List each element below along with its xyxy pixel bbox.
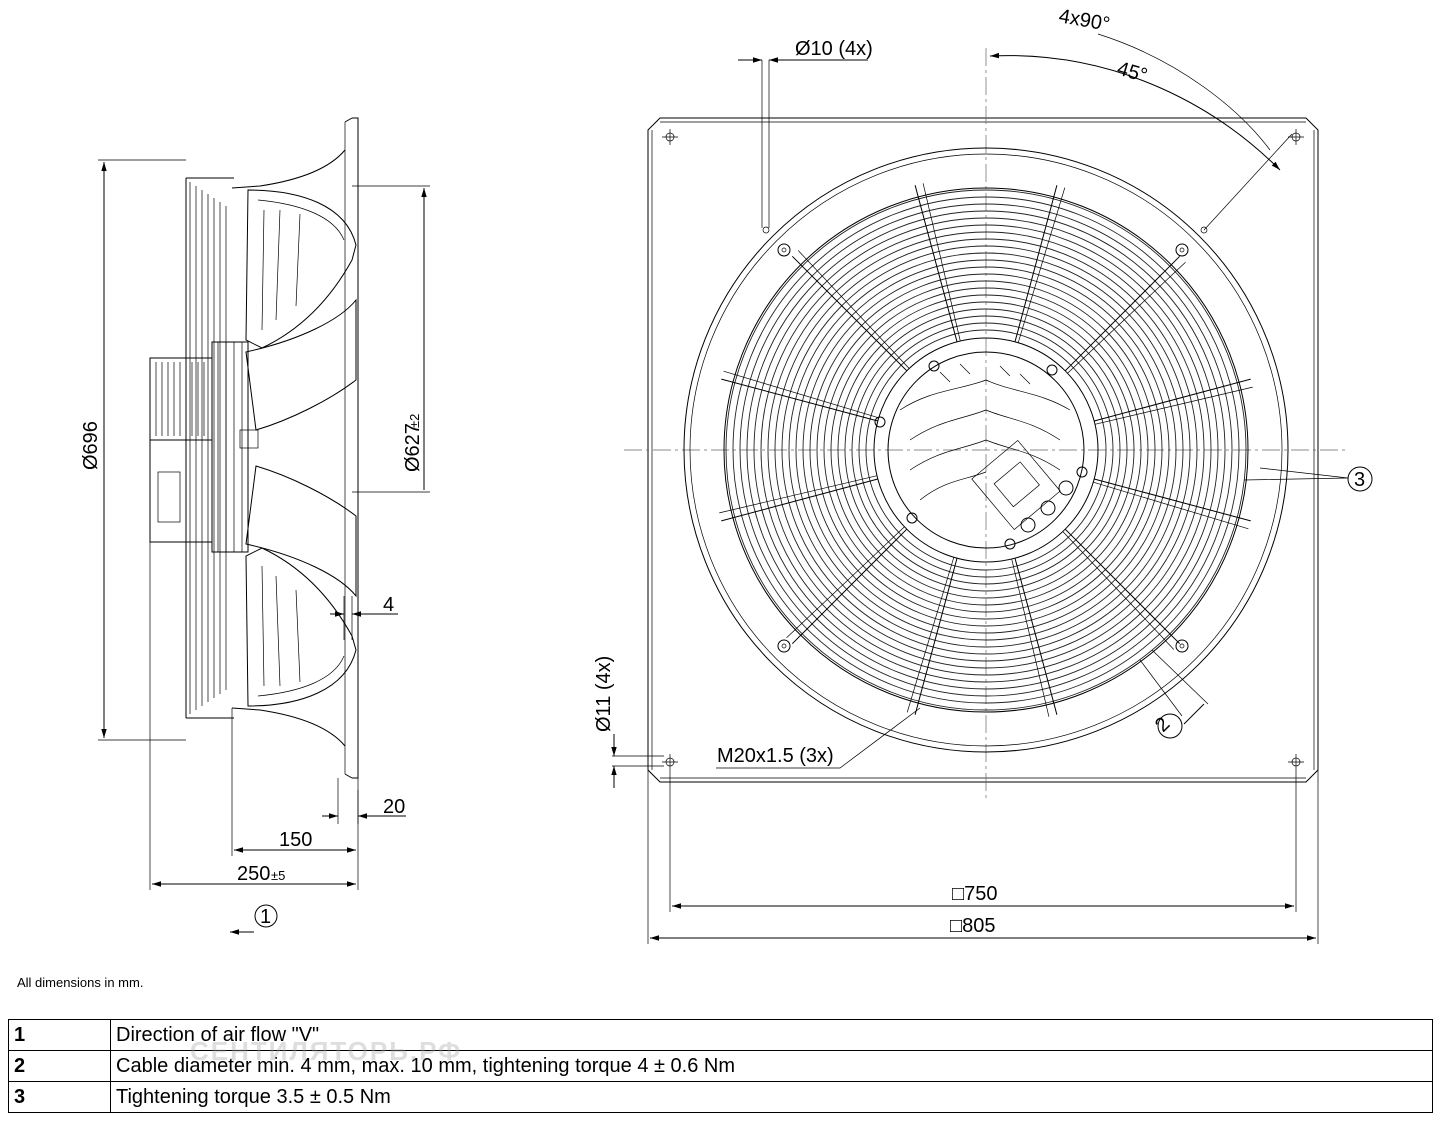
guard-spoke-edge — [1017, 187, 1066, 343]
legend-row: 3 Tightening torque 3.5 ± 0.5 Nm — [8, 1081, 1433, 1113]
guard-spoke — [1094, 378, 1251, 422]
side-blades — [245, 189, 357, 707]
dim-diameter-627-tol: ±2 — [407, 414, 422, 428]
guard-ring — [830, 294, 1142, 606]
guard-spoke-edge — [723, 370, 879, 419]
front-view: Ø10 (4x) 4x90° 45° Ø11 (4x) M20x1.5 (3x)… — [593, 5, 1373, 944]
guard-spoke-edge — [1094, 386, 1253, 425]
guard-grille — [725, 189, 1247, 711]
guard-spoke — [914, 185, 958, 342]
dim-diameter-696: Ø696 — [80, 421, 102, 470]
guard-spokes — [719, 183, 1253, 717]
guard-spoke-edge — [906, 557, 955, 713]
legend-text: Tightening torque 3.5 ± 0.5 Nm — [110, 1081, 1433, 1113]
dim-hole-11: Ø11 (4x) — [593, 656, 615, 732]
legend-table: 1 Direction of air flow "V" 2 Cable diam… — [8, 1019, 1433, 1113]
legend-num: 1 — [8, 1019, 111, 1051]
guard-ring — [816, 280, 1156, 620]
marker-2: 2 — [1151, 713, 1183, 739]
guard-spoke — [1094, 478, 1251, 522]
guard-fixings — [762, 226, 1208, 653]
guard-ring — [732, 196, 1240, 704]
guard-spoke-edge — [786, 526, 905, 639]
legend-row: 2 Cable diameter min. 4 mm, max. 10 mm, … — [8, 1050, 1433, 1082]
legend-text: Cable diameter min. 4 mm, max. 10 mm, ti… — [110, 1050, 1433, 1082]
guard-ring — [795, 259, 1177, 641]
guard-ring — [746, 210, 1226, 690]
dim-hole-10: Ø10 (4x) — [795, 38, 873, 60]
guard-ring — [781, 245, 1191, 655]
terminal-box — [971, 439, 1061, 531]
svg-text:1: 1 — [260, 906, 271, 928]
dim-angle-45: 45° — [1115, 58, 1150, 87]
dim-150: 150 — [279, 829, 312, 851]
guard-spoke — [791, 255, 908, 372]
watermark: СЕНТИЛЯТОРЬ.РФ — [190, 1036, 463, 1066]
guard-ring — [858, 322, 1114, 578]
guard-ring — [837, 301, 1135, 599]
thread-label: M20x1.5 (3x) — [717, 745, 834, 767]
legend-num: 3 — [8, 1081, 111, 1113]
guard-ring — [851, 315, 1121, 585]
guard-spoke-edge — [719, 475, 878, 514]
guard-ring — [767, 231, 1205, 669]
guard-spoke-edge — [1067, 261, 1186, 374]
guard-ring — [739, 203, 1233, 697]
side-guard — [185, 177, 234, 719]
technical-drawing: Ø696 Ø627 ±2 4 20 150 250 ±5 1 — [80, 5, 1373, 944]
mounting-plate — [647, 117, 1319, 783]
mounting-holes — [662, 129, 1304, 770]
guard-spoke-edge — [1093, 481, 1249, 530]
guard-spoke-edge — [922, 183, 961, 342]
dim-angle-4x90: 4x90° — [1057, 5, 1111, 36]
dim-250-tol: ±5 — [271, 868, 285, 883]
side-dimensions — [98, 159, 430, 935]
guard-spoke — [721, 478, 878, 522]
dim-20: 20 — [383, 796, 405, 818]
dim-750: □750 — [952, 883, 997, 905]
guard-spoke-edge — [1011, 558, 1050, 717]
guard-spoke — [791, 528, 908, 645]
guard-ring — [844, 308, 1128, 592]
dim-805: □805 — [950, 915, 995, 937]
marker-3: 3 — [1347, 466, 1373, 492]
dim-250: 250 — [237, 863, 270, 885]
guard-ring — [760, 224, 1212, 676]
guard-ring — [774, 238, 1198, 662]
dimensions-note: All dimensions in mm. — [17, 975, 144, 990]
svg-text:3: 3 — [1354, 469, 1365, 491]
guard-ring — [725, 189, 1247, 711]
dim-diameter-627: Ø627 — [402, 423, 424, 472]
guard-spoke-edge — [797, 250, 910, 369]
guard-spoke — [1064, 255, 1181, 372]
front-dimensions — [611, 33, 1349, 944]
guard-ring — [753, 217, 1219, 683]
marker-1: 1 — [254, 904, 278, 928]
guard-spoke-edge — [1062, 531, 1175, 650]
legend-num: 2 — [8, 1050, 111, 1082]
guard-spoke — [1014, 558, 1058, 715]
guard-ring — [809, 273, 1163, 627]
side-view: Ø696 Ø627 ±2 4 20 150 250 ±5 1 — [80, 117, 430, 935]
guard-spoke — [1064, 528, 1181, 645]
venturi-outer — [683, 147, 1289, 753]
guard-ring — [823, 287, 1149, 613]
dim-4: 4 — [383, 594, 394, 616]
guard-spoke — [1014, 185, 1058, 342]
guard-ring — [865, 329, 1107, 571]
side-motor — [149, 341, 259, 553]
guard-ring — [788, 252, 1184, 648]
guard-spoke — [721, 378, 878, 422]
motor-hub — [873, 337, 1099, 563]
guard-spoke — [914, 558, 958, 715]
guard-ring — [802, 266, 1170, 634]
